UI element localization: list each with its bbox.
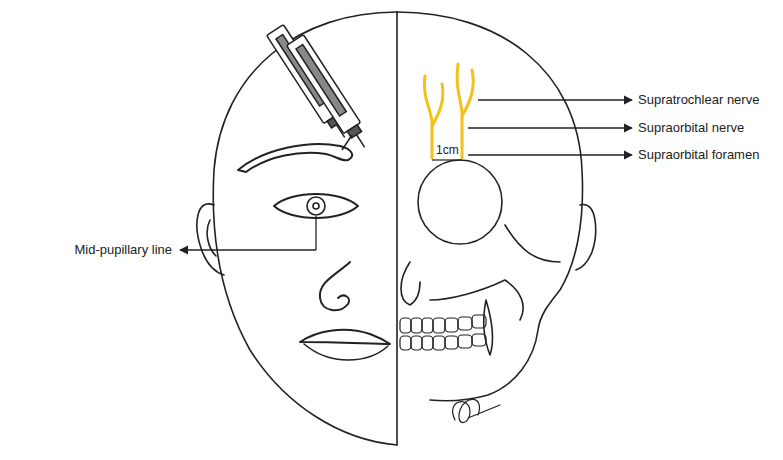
canine xyxy=(484,300,493,355)
leader-lines xyxy=(180,100,632,250)
callout-label: Supraorbital nerve xyxy=(638,120,744,136)
dimension-label: 1cm xyxy=(436,142,459,158)
skull-ear xyxy=(576,205,596,270)
ear xyxy=(197,204,224,275)
callout-label: Supratrochlear nerve xyxy=(638,92,759,108)
cheekbone xyxy=(505,225,560,262)
eyebrow xyxy=(238,144,352,172)
lower-lip xyxy=(304,344,388,360)
nerves xyxy=(424,64,473,158)
lips xyxy=(300,330,390,344)
nasal-aperture xyxy=(401,262,420,305)
signature xyxy=(453,399,500,422)
syringes xyxy=(267,25,373,153)
teeth xyxy=(400,315,486,350)
head-outline xyxy=(213,12,397,445)
iris xyxy=(307,197,325,215)
nose xyxy=(320,262,350,310)
eye xyxy=(274,194,358,218)
skull-outline xyxy=(397,12,583,401)
maxilla xyxy=(430,280,523,320)
callout-label: Supraorbital foramen xyxy=(638,147,759,163)
pupil xyxy=(313,203,319,209)
midline xyxy=(396,12,398,445)
dimension-line xyxy=(432,159,462,160)
axis-label: Mid-pupillary line xyxy=(74,242,172,258)
orbit xyxy=(418,160,502,244)
